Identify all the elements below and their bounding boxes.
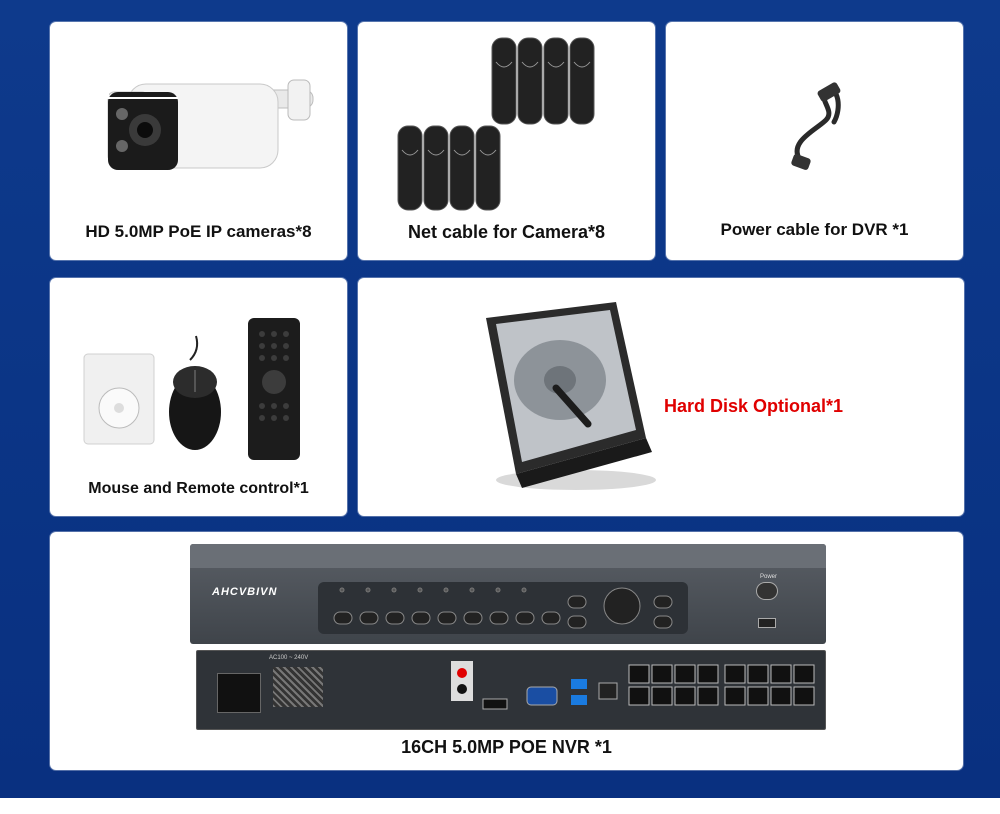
power-cable-image xyxy=(791,82,841,170)
card-power-cable: Power cable for DVR *1 xyxy=(666,22,963,260)
mouse-remote-label: Mouse and Remote control*1 xyxy=(88,480,309,497)
card-hard-disk: Hard Disk Optional*1 xyxy=(358,278,964,516)
nvr-fan-grill xyxy=(273,667,323,707)
hard-disk-label: Hard Disk Optional*1 xyxy=(664,396,844,416)
power-cable-label: Power cable for DVR *1 xyxy=(720,220,909,239)
card-net-cable: Net cable for Camera*8 xyxy=(358,22,655,260)
nvr-label: 16CH 5.0MP POE NVR *1 xyxy=(401,737,612,757)
nvr-power-button xyxy=(756,582,778,600)
nvr-power-text: Power xyxy=(760,574,778,580)
nvr-rear-panel: AC100 ~ 240V xyxy=(196,650,826,730)
cameras-label: HD 5.0MP PoE IP cameras*8 xyxy=(85,222,312,241)
card-mouse-remote: Mouse and Remote control*1 xyxy=(50,278,347,516)
net-cable-image xyxy=(397,37,595,211)
nvr-power-socket xyxy=(217,673,261,713)
nvr-usb-port xyxy=(758,618,776,628)
card-nvr: AHCVBIVN Power AC100 ~ 240V xyxy=(50,532,963,770)
card-cameras: HD 5.0MP PoE IP cameras*8 xyxy=(50,22,347,260)
nvr-poe-ports xyxy=(628,664,815,706)
net-cable-label: Net cable for Camera*8 xyxy=(407,222,606,242)
mouse-remote-image xyxy=(83,318,300,460)
nvr-rear-ports xyxy=(451,661,618,710)
nvr-buttons xyxy=(333,587,673,629)
hard-disk-image xyxy=(486,302,656,490)
nvr-front-panel: AHCVBIVN Power xyxy=(190,544,826,644)
nvr-ac-rating: AC100 ~ 240V xyxy=(269,655,309,661)
bullet-camera-image xyxy=(107,79,314,170)
nvr-brand-logo: AHCVBIVN xyxy=(212,586,278,598)
